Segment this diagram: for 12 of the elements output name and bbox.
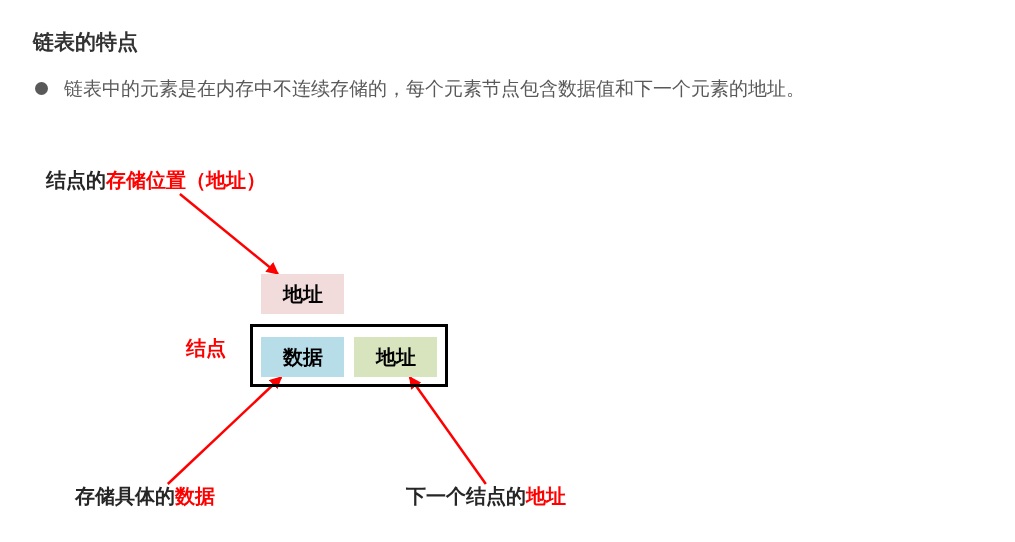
node-label: 结点: [186, 336, 226, 361]
callout-text: 存储具体的数据: [75, 484, 233, 510]
arrow: [179, 193, 279, 275]
callout-text: 结点的存储位置（地址）: [46, 168, 282, 194]
arrow: [408, 376, 487, 485]
memory-cell: 地址: [354, 337, 437, 377]
bullet-text: 链表中的元素是在内存中不连续存储的，每个元素节点包含数据值和下一个元素的地址。: [64, 77, 805, 101]
memory-cell: 数据: [261, 337, 344, 377]
heading: 链表的特点: [33, 29, 138, 56]
memory-cell: 地址: [261, 274, 344, 314]
arrow: [166, 376, 283, 485]
callout-text: 下一个结点的地址: [406, 484, 584, 510]
